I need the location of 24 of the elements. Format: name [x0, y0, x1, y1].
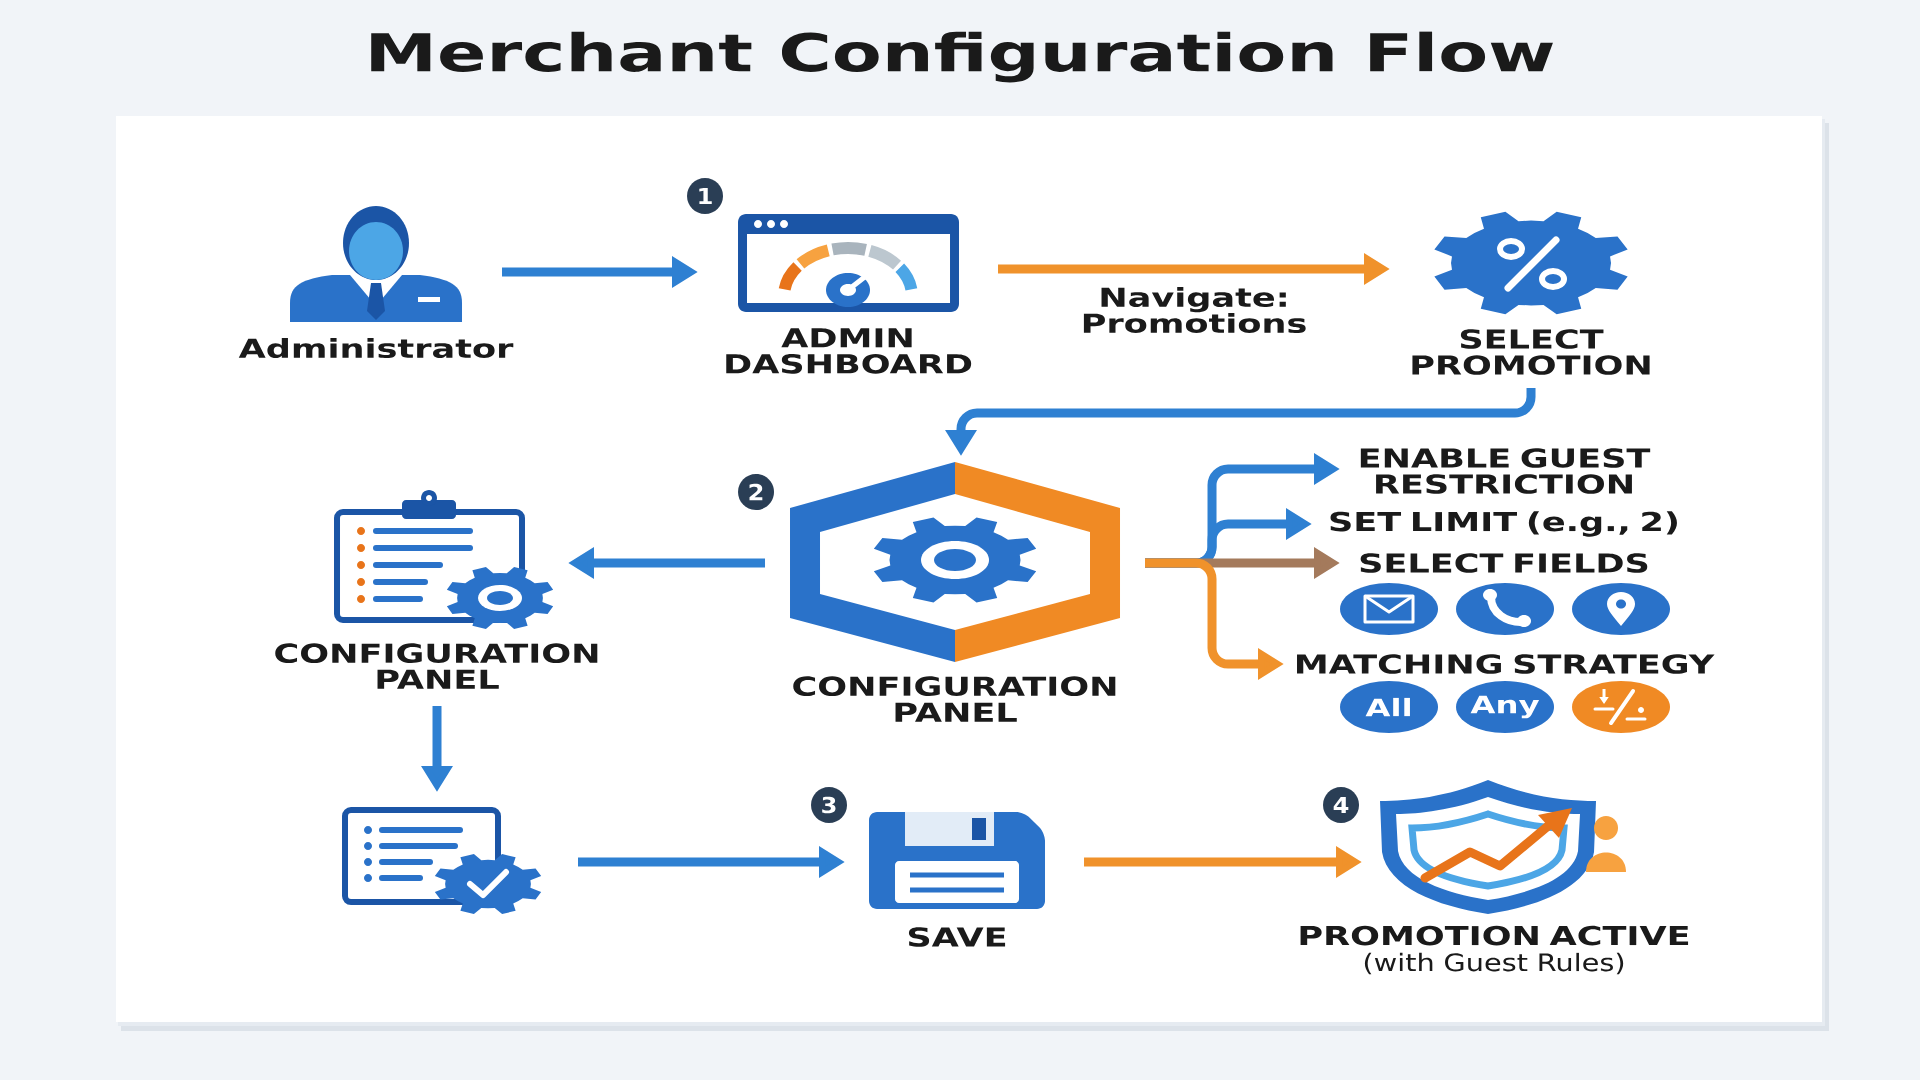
envelope-icon	[1340, 583, 1438, 635]
step-badge: 4	[1323, 787, 1359, 823]
option-label: MATCHING STRATEGY	[1297, 654, 1715, 674]
step-label: SAVE	[908, 927, 1006, 947]
strategy-option: Any	[1456, 681, 1554, 733]
step-badge: 3	[811, 787, 847, 823]
option-label: ENABLE GUEST RESTRICTION	[1360, 448, 1651, 494]
step-label: ADMIN DASHBOARD	[726, 328, 972, 374]
step-badge: 2	[738, 474, 774, 510]
phone-icon	[1456, 583, 1554, 635]
option-label: SELECT FIELDS	[1360, 553, 1648, 573]
step-label: PROMOTION ACTIVE (with Guest Rules)	[1300, 925, 1689, 975]
step-badge: 1	[687, 178, 723, 214]
option-label: SET LIMIT (e.g., 2)	[1330, 511, 1677, 537]
step-label: SELECT PROMOTION	[1412, 329, 1650, 375]
strategy-option: All	[1340, 681, 1438, 733]
title: Merchant Configuration Flow	[371, 31, 1553, 83]
step-label: CONFIGURATION PANEL	[275, 643, 598, 689]
step-label: CONFIGURATION PANEL	[793, 676, 1116, 722]
arrows-icon	[1572, 681, 1670, 733]
map-pin-icon	[1572, 583, 1670, 635]
edge-label: Navigate: Promotions	[1083, 286, 1306, 334]
checklist-gear-icon	[342, 807, 542, 914]
step-label: Administrator	[238, 337, 514, 359]
